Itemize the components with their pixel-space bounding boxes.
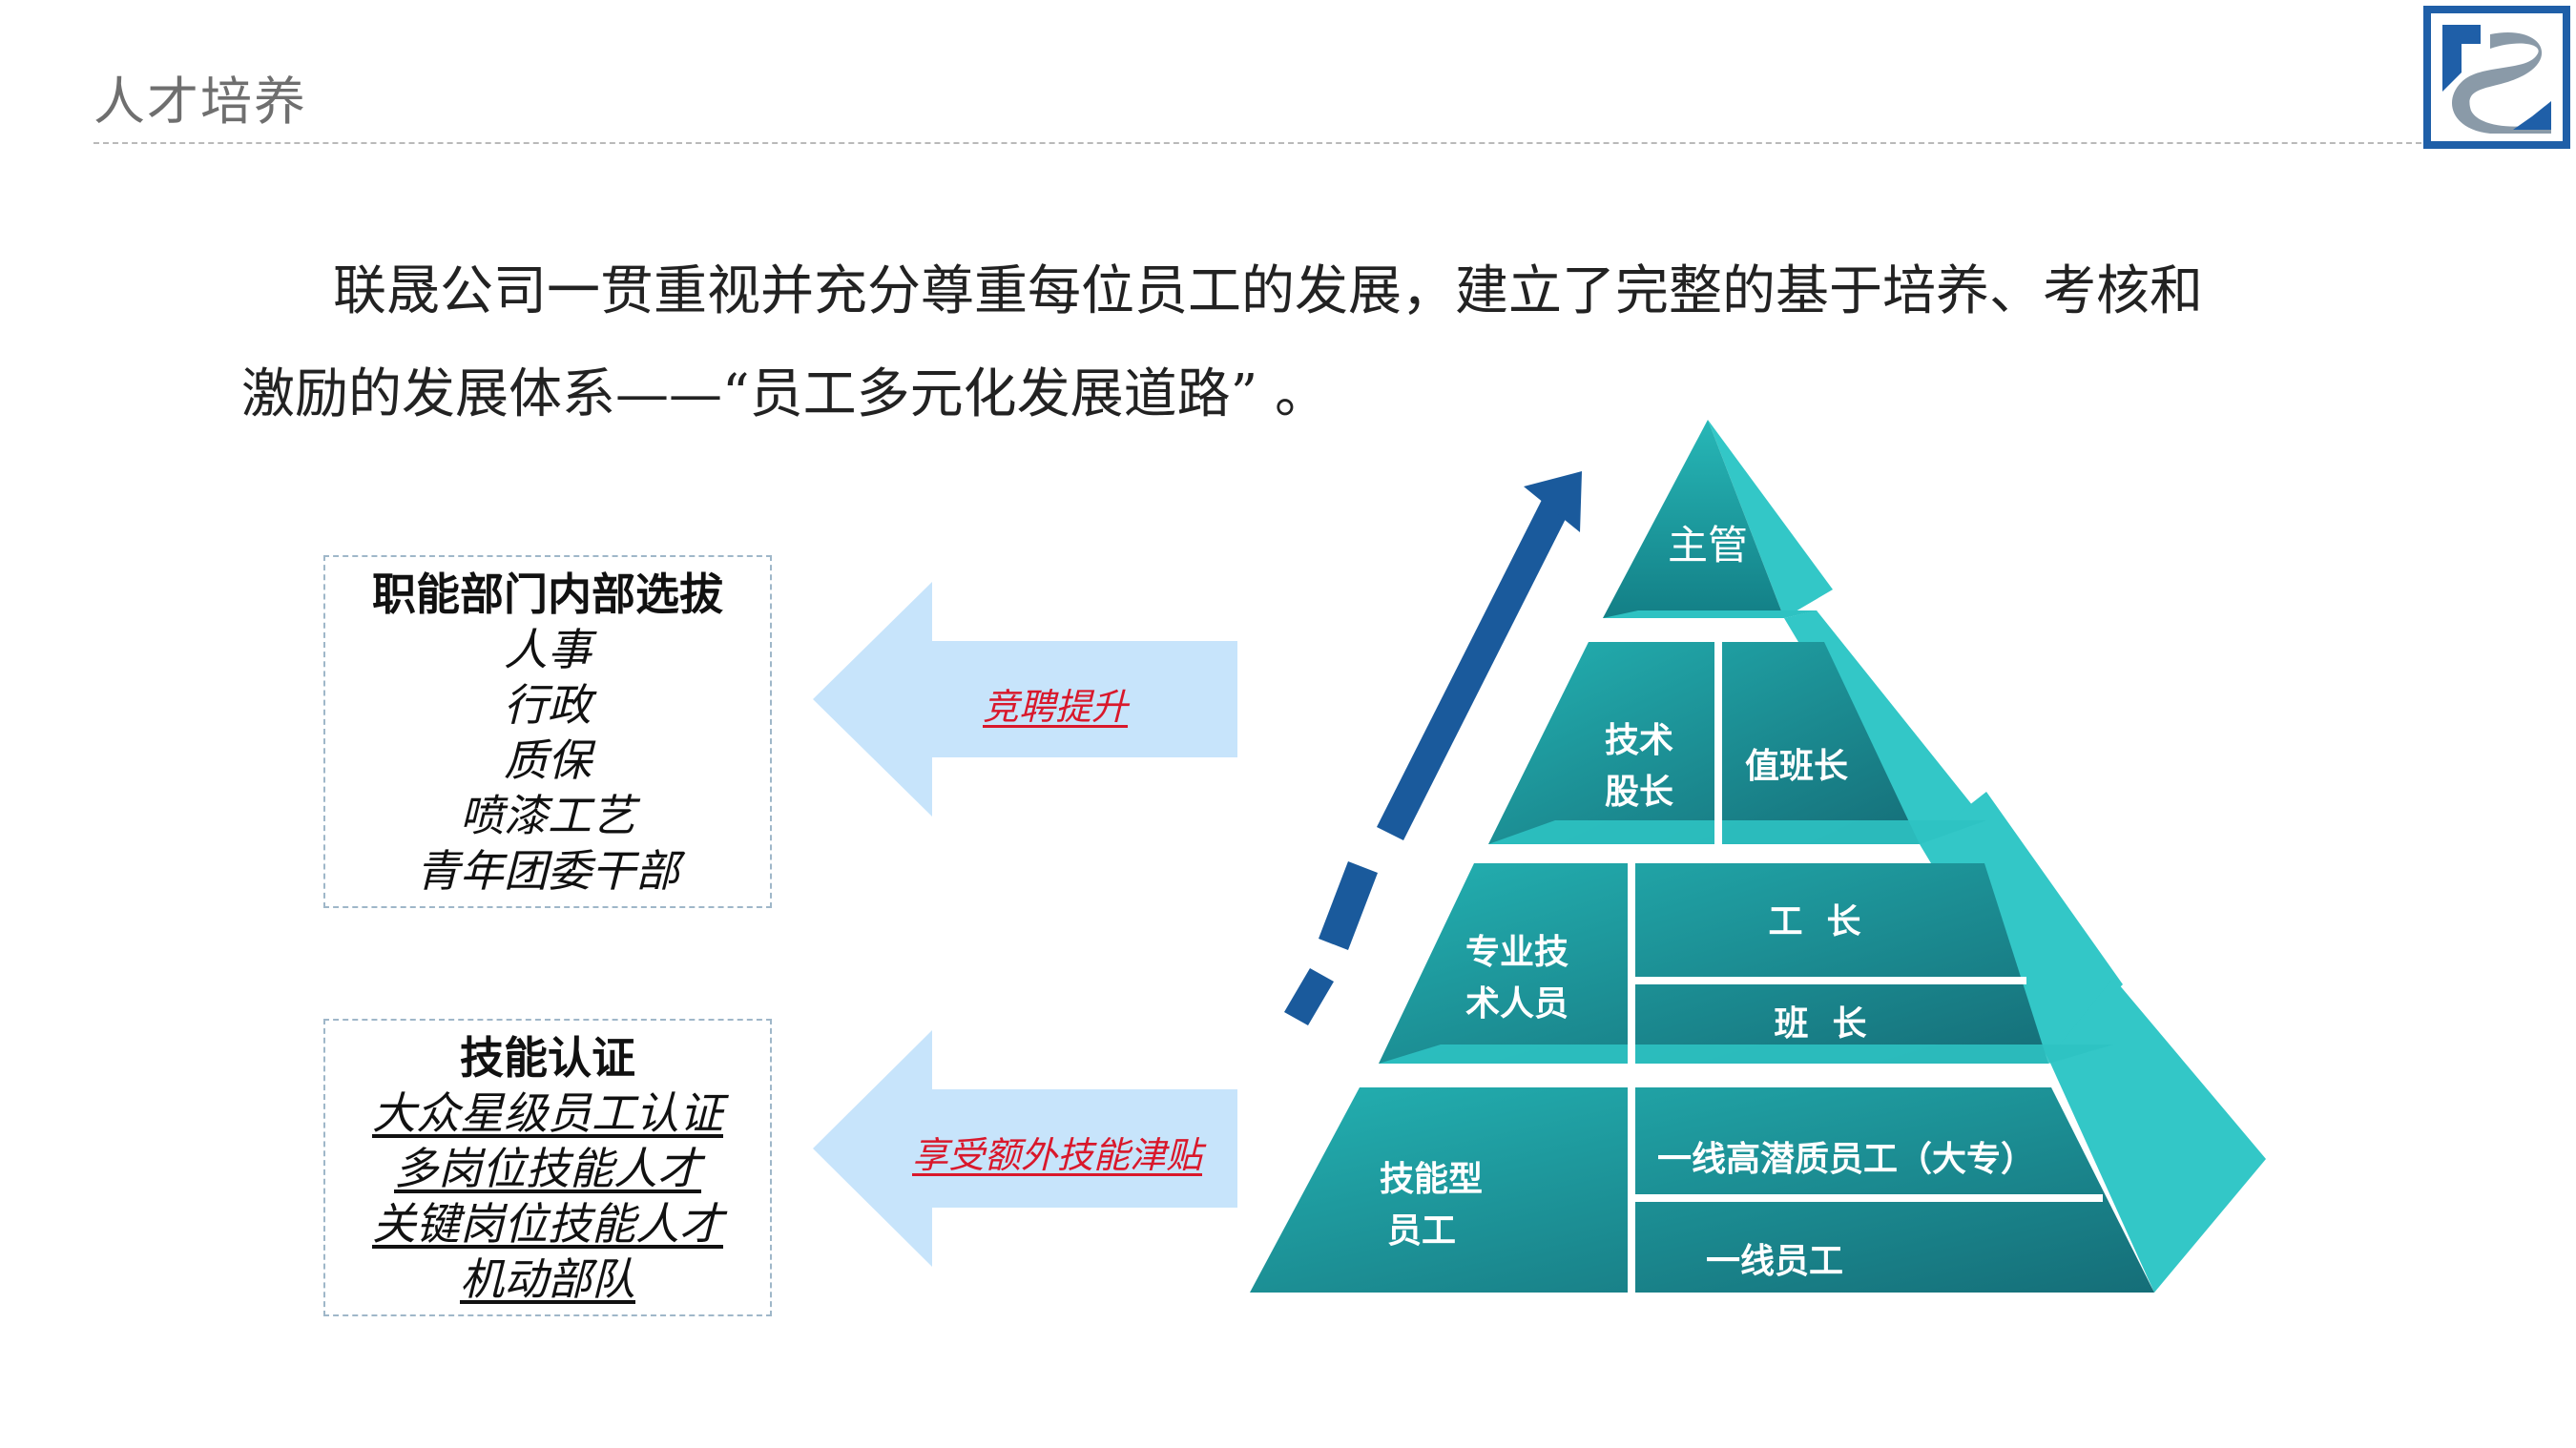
list-item: 关键岗位技能人才 [372, 1198, 723, 1250]
pyramid-tier-bottom [1250, 1087, 2154, 1293]
pyramid-label: 术人员 [1465, 984, 1568, 1024]
intro-line-1: 联晟公司一贯重视并充分尊重每位员工的发展，建立了完整的基于培养、考核和 [333, 260, 2203, 322]
list-item: 青年团委干部 [416, 845, 679, 897]
list-item: 机动部队 [460, 1253, 635, 1305]
pyramid-ledge [1379, 1045, 2113, 1064]
tier-divider [1628, 1087, 1635, 1293]
pyramid-ledge [1603, 610, 1818, 618]
pyramid-label: 值班长 [1745, 747, 1848, 786]
list-item: 行政 [504, 679, 592, 731]
pyramid-label: 股长 [1605, 773, 1673, 812]
page-title: 人才培养 [93, 72, 307, 132]
list-item: 多岗位技能人才 [394, 1143, 701, 1194]
upper-arrow-label: 竞聘提升 [983, 686, 1129, 728]
list-item: 喷漆工艺 [460, 790, 635, 841]
pyramid-label: 专业技 [1465, 933, 1568, 972]
list-item: 大众星级员工认证 [372, 1087, 723, 1139]
pyramid-label: 技能型 [1380, 1160, 1483, 1199]
pyramid-side [1708, 420, 2266, 1293]
header-divider [93, 142, 2421, 144]
pyramid-label: 工 长 [1768, 902, 1860, 941]
pyramid-ledge [1488, 820, 1986, 844]
tier-divider [1635, 977, 2026, 984]
internal-selection-box: 职能部门内部选拔 人事 行政 质保 喷漆工艺 青年团委干部 [323, 555, 772, 908]
pyramid-tier-top [1603, 420, 1784, 618]
pyramid-label: 技术 [1605, 721, 1673, 760]
skill-certification-box: 技能认证 大众星级员工认证 多岗位技能人才 关键岗位技能人才 机动部队 [323, 1019, 772, 1316]
pyramid-label: 员工 [1387, 1211, 1456, 1251]
skill-certification-heading: 技能认证 [460, 1032, 635, 1084]
lower-left-arrow [813, 1030, 1237, 1267]
pyramid-tier-2 [1488, 642, 1920, 844]
pyramid-label: 一线高潜质员工（大专） [1657, 1140, 2035, 1179]
progression-arrow [1284, 471, 1582, 1025]
pyramid-label: 一线员工 [1706, 1242, 1843, 1281]
list-item: 质保 [504, 734, 592, 786]
company-logo [2423, 6, 2570, 149]
internal-selection-heading: 职能部门内部选拔 [372, 569, 723, 620]
upper-left-arrow [813, 582, 1237, 817]
pyramid-label: 班 长 [1774, 1004, 1866, 1044]
intro-line-2: 激励的发展体系——“员工多元化发展道路” 。 [241, 363, 1329, 425]
tier-divider [1714, 642, 1722, 844]
list-item: 人事 [504, 624, 592, 675]
pyramid-tier-3 [1379, 863, 2048, 1064]
tier-divider [1628, 863, 1635, 1064]
intro-paragraph: 联晟公司一贯重视并充分尊重每位员工的发展，建立了完整的基于培养、考核和 激励的发… [241, 240, 2340, 446]
pyramid-label-top: 主管 [1668, 522, 1748, 569]
tier-divider [1635, 1194, 2103, 1202]
lower-arrow-label: 享受额外技能津贴 [912, 1134, 1203, 1176]
